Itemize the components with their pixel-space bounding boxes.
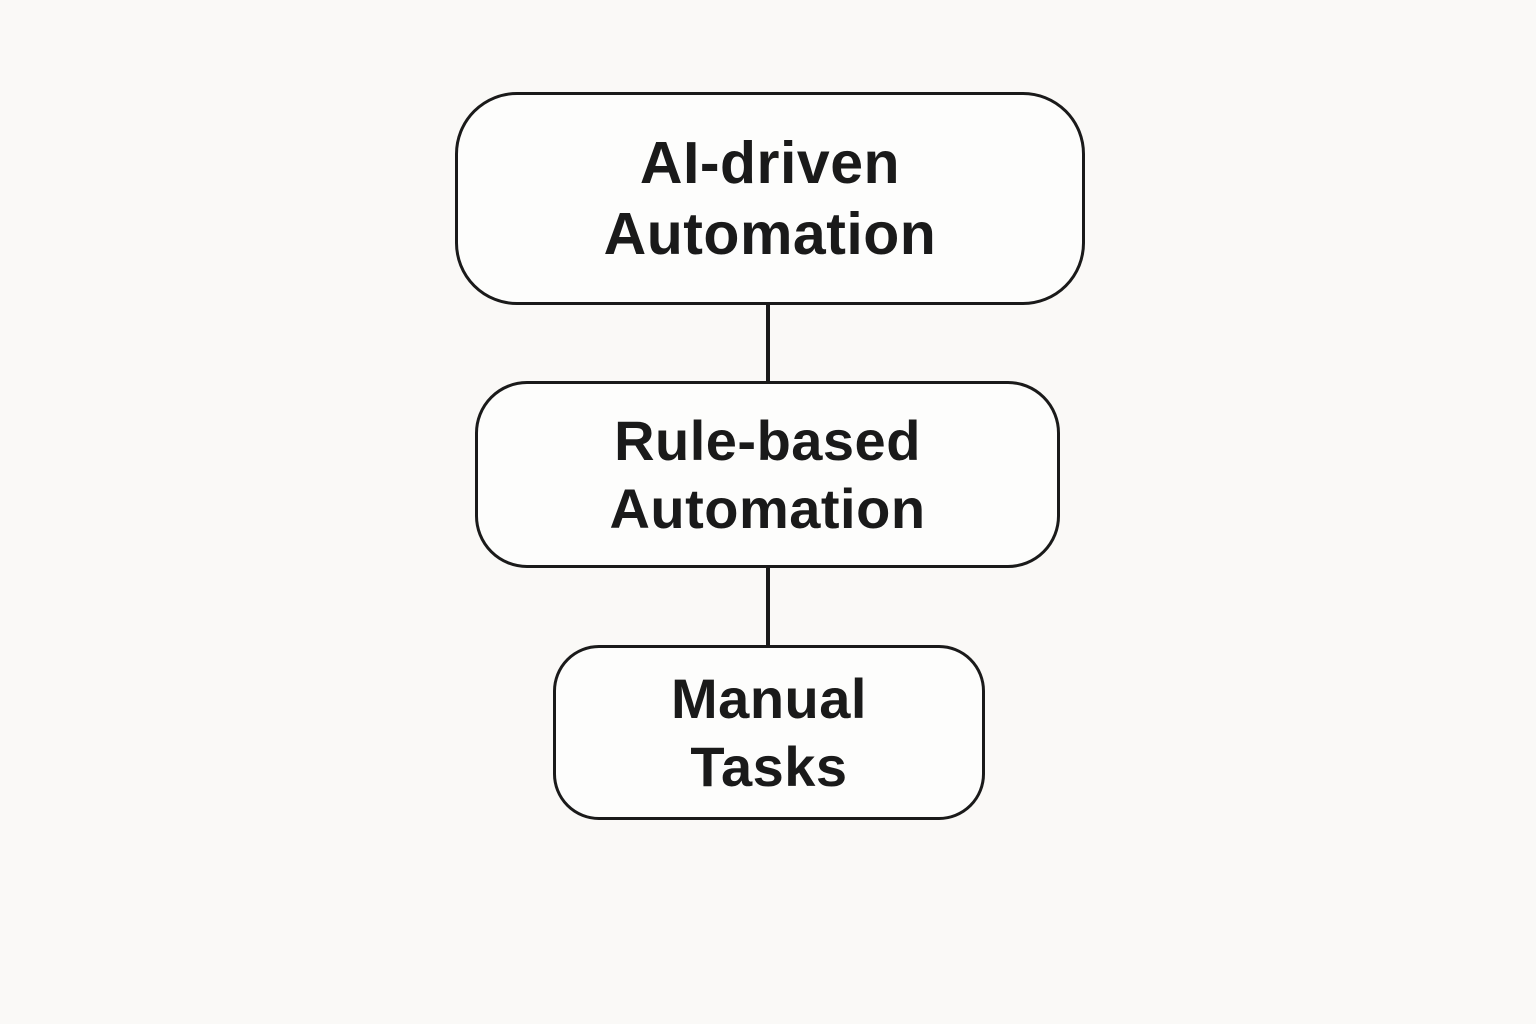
edge-connector-middle-to-bottom (766, 566, 770, 647)
node-label-rule-based-automation: Rule-based Automation (609, 408, 926, 540)
node-manual-tasks: Manual Tasks (553, 645, 985, 820)
node-label-ai-driven-automation: AI-driven Automation (603, 129, 937, 267)
node-label-manual-tasks: Manual Tasks (671, 666, 867, 798)
edge-connector-top-to-middle (766, 303, 770, 383)
node-rule-based-automation: Rule-based Automation (475, 381, 1060, 568)
node-ai-driven-automation: AI-driven Automation (455, 92, 1085, 305)
